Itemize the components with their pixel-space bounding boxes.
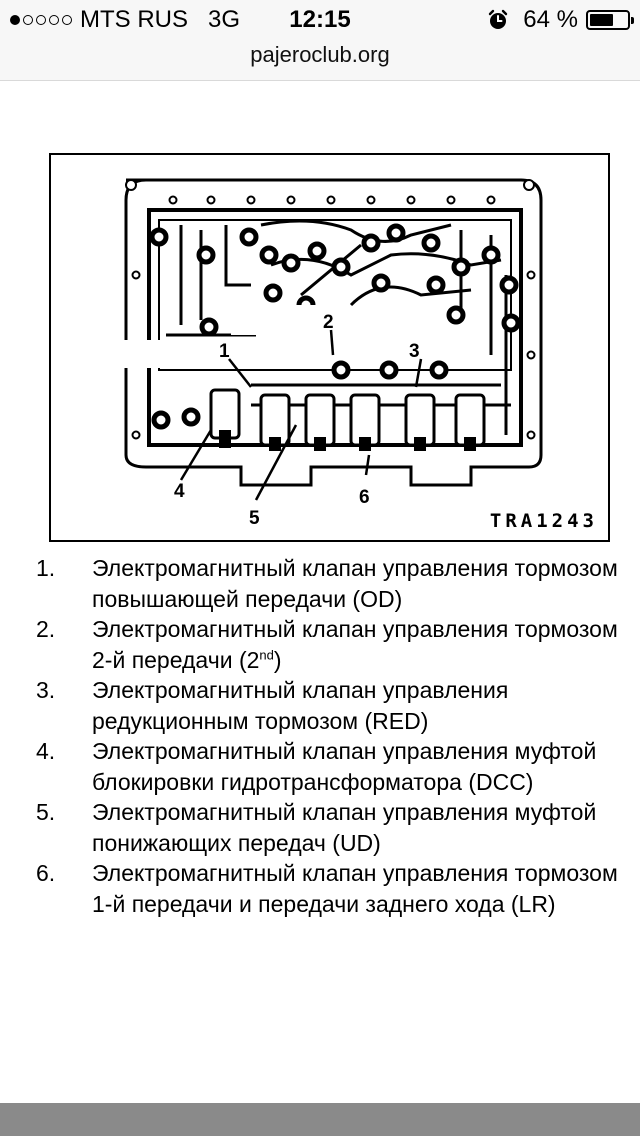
callout-5: 5 [249,508,260,529]
signal-strength-icon [10,15,72,25]
callout-4: 4 [174,481,185,502]
list-number: 5. [36,799,56,825]
signal-dot [23,15,33,25]
alarm-clock-icon [489,9,508,29]
status-left: MTS RUS 3G [10,0,240,40]
callout-6: 6 [359,487,370,508]
signal-dot [62,15,72,25]
signal-dot [36,15,46,25]
list-number: 3. [36,677,56,703]
list-item: 6. Электромагнитный клапан управления то… [36,858,636,919]
list-number: 4. [36,738,56,764]
superscript: nd [259,646,274,662]
list-item: 1. Электромагнитный клапан управления то… [36,553,636,614]
signal-dot [49,15,59,25]
list-item: 4. Электромагнитный клапан управления му… [36,736,636,797]
callout-2: 2 [323,312,334,333]
list-text: Электромагнитный клапан управления тормо… [92,555,618,612]
callout-1: 1 [219,341,230,362]
legend-list: 1. Электромагнитный клапан управления то… [36,553,636,919]
list-item: 5. Электромагнитный клапан управления му… [36,797,636,858]
battery-icon [586,10,634,30]
list-number: 6. [36,860,56,886]
battery-percent: 64 % [523,6,578,33]
browser-toolbar[interactable] [0,1103,640,1136]
list-text-main: Электромагнитный клапан управления тормо… [92,616,618,673]
network-type: 3G [208,6,241,33]
list-text: Электромагнитный клапан управления муфто… [92,738,597,795]
address-bar[interactable]: pajeroclub.org [0,40,640,81]
list-text: Электромагнитный клапан управления тормо… [92,860,618,917]
list-item: 2. Электромагнитный клапан управления то… [36,614,636,675]
list-text: Электромагнитный клапан управления муфто… [92,799,597,856]
list-number: 2. [36,616,56,642]
battery-fill [590,14,614,26]
list-text: Электромагнитный клапан управления тормо… [92,614,636,675]
list-text: Электромагнитный клапан управления редук… [92,677,509,734]
battery-tip [631,17,634,24]
list-text-tail: ) [273,646,282,673]
diagram-code: TRA1243 [489,510,598,532]
valve-body-diagram: 1 2 3 4 5 6 TRA1243 [49,153,610,542]
carrier-name: MTS RUS [80,6,188,33]
list-item: 3. Электромагнитный клапан управления ре… [36,675,636,736]
list-number: 1. [36,555,56,581]
signal-dot [10,15,20,25]
valve-body-drawing [121,178,543,501]
callout-3: 3 [409,341,420,362]
status-right: 64 % [487,0,634,40]
status-bar: MTS RUS 3G 12:15 64 % [0,0,640,40]
status-time: 12:15 [289,6,351,33]
